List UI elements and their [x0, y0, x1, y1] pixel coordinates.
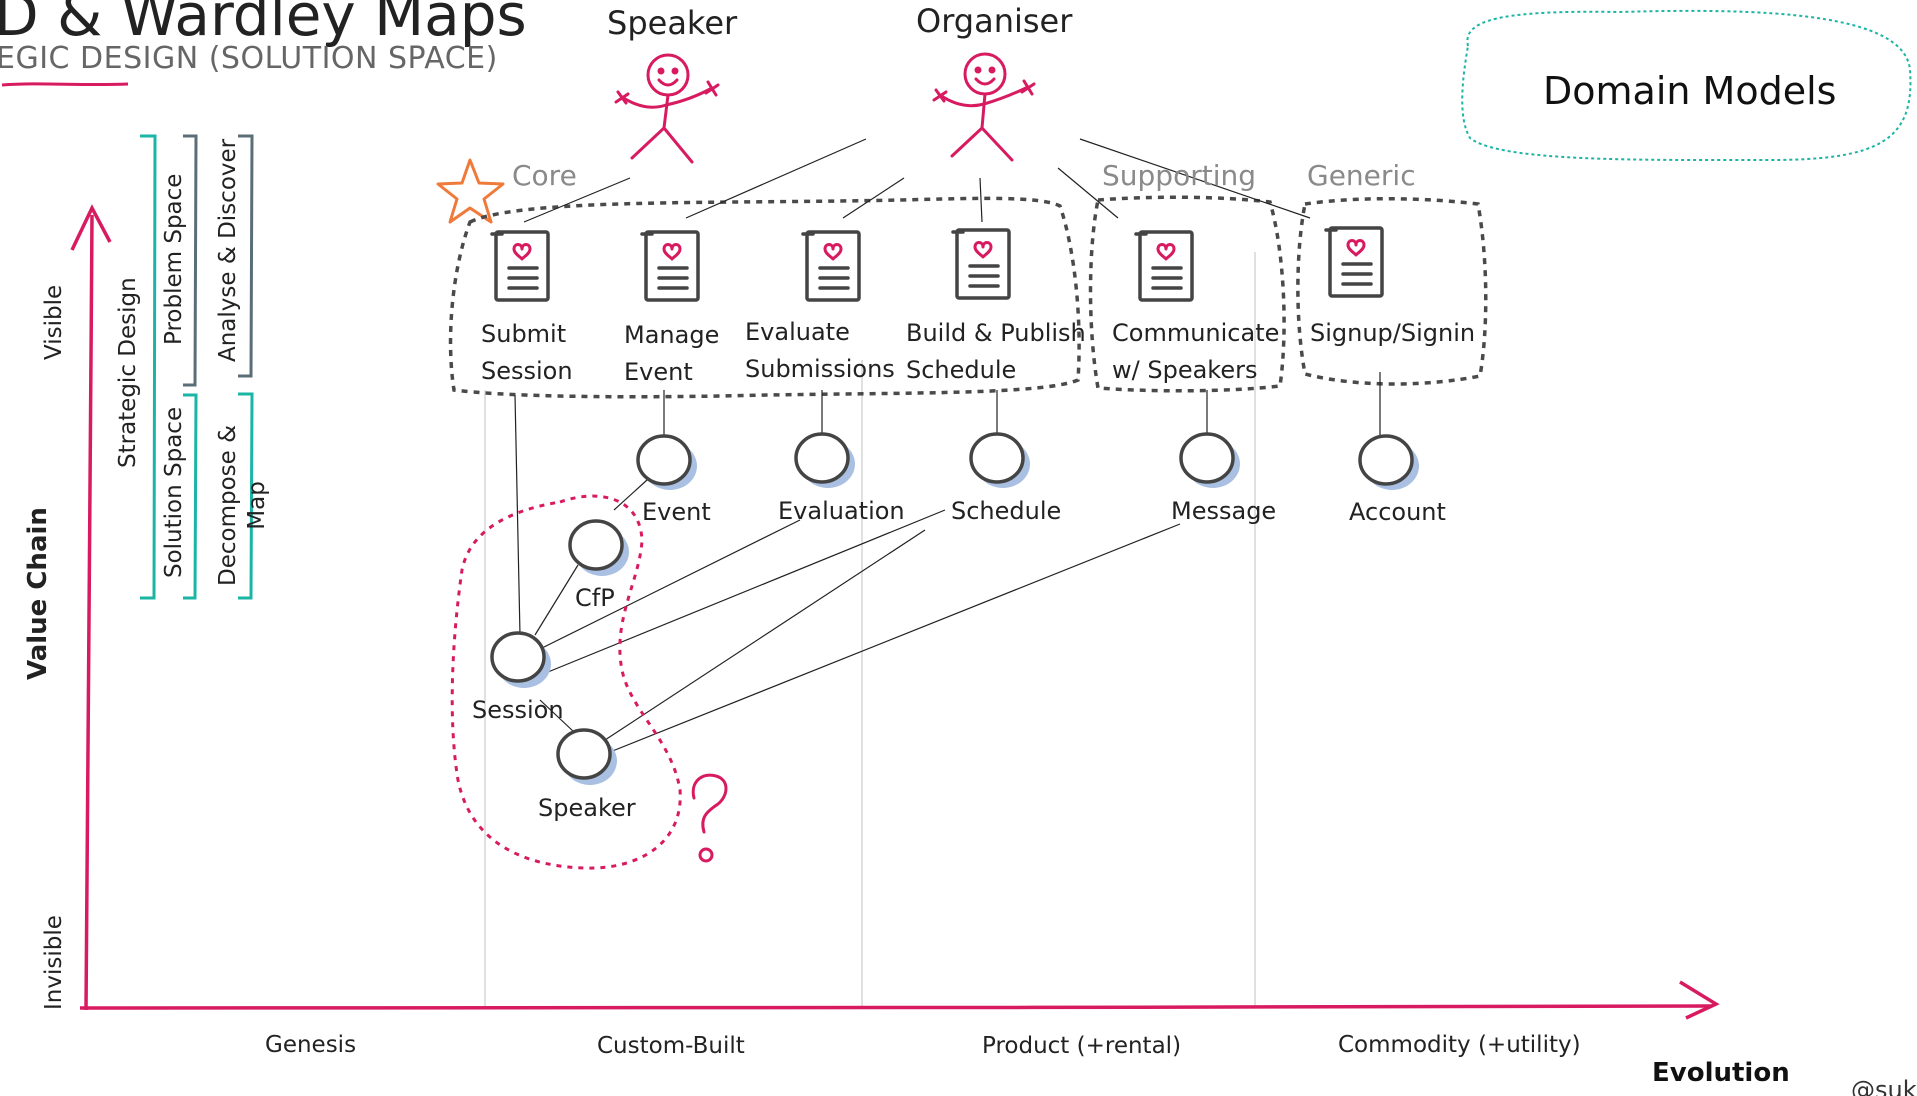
author-credit: @suk [1851, 1076, 1917, 1096]
legend-decompose-line2: Map [243, 481, 270, 530]
x-axis-label: Evolution [1652, 1058, 1790, 1088]
context-communicate-speakers: Communicate w/ Speakers [1112, 315, 1279, 389]
node-account [1358, 434, 1419, 490]
legend-solution-space: Solution Space [161, 406, 187, 578]
organiser-actor-figure [932, 52, 1036, 162]
node-evaluation [794, 432, 855, 488]
legend-decompose-line1: Decompose & [215, 424, 241, 586]
core-star-icon [436, 158, 505, 224]
domain-models-badge: Domain Models [1543, 69, 1837, 113]
y-axis-label: Value Chain [23, 507, 53, 680]
legend-decompose-map: Decompose &Map [214, 425, 272, 586]
value-chain-axis [84, 214, 94, 1011]
stage-genesis: Genesis [265, 1032, 357, 1058]
speaker-actor-figure [614, 53, 720, 164]
node-session [490, 631, 551, 688]
title-underline [1, 82, 129, 87]
context-entity-lines [514, 372, 1381, 636]
stage-product: Product (+rental) [982, 1033, 1182, 1059]
category-supporting: Supporting [1102, 159, 1256, 192]
node-cfp [568, 519, 629, 576]
entity-label-message: Message [1171, 497, 1277, 525]
evolution-axis [79, 1004, 1713, 1011]
entity-label-account: Account [1349, 498, 1446, 526]
bracket-analyse-discover [238, 134, 254, 378]
legend-strategic-design: Strategic Design [115, 277, 141, 468]
context-label-line1: Evaluate [745, 318, 850, 346]
page-title: D & Wardley Maps [0, 0, 527, 49]
evolution-arrowhead [1679, 980, 1720, 1020]
context-signup-signin: Signup/Signin [1310, 315, 1475, 352]
context-label-line1: Manage [624, 321, 720, 349]
context-label-line1: Submit [481, 320, 567, 348]
bracket-strategic-design [140, 134, 157, 600]
category-generic: Generic [1307, 159, 1416, 192]
y-axis-bottom-label: Invisible [41, 915, 67, 1010]
generic-group-boundary [1296, 197, 1488, 386]
value-chain-arrowhead [70, 204, 112, 251]
question-mark-glyph [691, 773, 728, 834]
entity-label-session: Session [472, 696, 564, 724]
entity-label-speaker: Speaker [538, 794, 636, 822]
actor-connection-lines [523, 138, 1311, 223]
context-label-line2: Schedule [906, 356, 1017, 385]
category-core: Core [512, 159, 577, 192]
context-label-line2: Submissions [745, 355, 895, 384]
supporting-group-boundary [1088, 195, 1286, 393]
context-doc-icons [490, 226, 1384, 302]
context-label-line2: Event [624, 358, 693, 387]
entity-label-event: Event [642, 498, 711, 526]
legend-problem-space: Problem Space [161, 173, 187, 345]
node-schedule [969, 432, 1030, 488]
context-label-line1: Communicate [1112, 319, 1280, 347]
entity-label-cfp: CfP [575, 584, 615, 612]
question-mark-dot [698, 847, 714, 863]
context-label-line1: Build & Publish [906, 319, 1086, 347]
stage-custom-built: Custom-Built [597, 1033, 745, 1059]
domain-models-outline [1461, 9, 1912, 162]
context-label-line1: Signup/Signin [1310, 319, 1476, 347]
bracket-solution-space [183, 393, 198, 600]
core-group-boundary [448, 196, 1081, 399]
stage-commodity: Commodity (+utility) [1338, 1032, 1581, 1058]
bracket-decompose-map [238, 392, 254, 600]
node-event [636, 434, 697, 490]
bracket-problem-space [183, 134, 198, 387]
node-speaker [556, 728, 617, 785]
page-subtitle: EGIC DESIGN (SOLUTION SPACE) [0, 41, 498, 76]
y-axis-top-label: Visible [41, 284, 67, 360]
node-message [1179, 432, 1240, 488]
entity-label-schedule: Schedule [951, 497, 1062, 525]
actor-label-speaker: Speaker [607, 4, 738, 42]
entity-label-evaluation: Evaluation [778, 497, 905, 525]
context-label-line2: Session [481, 357, 573, 386]
legend-analyse-discover: Analyse & Discover [215, 138, 241, 362]
entity-relationship-lines [534, 479, 1181, 753]
context-label-line2: w/ Speakers [1112, 356, 1258, 385]
unclear-cluster-boundary [450, 494, 682, 870]
entity-nodes [490, 432, 1419, 785]
actor-label-organiser: Organiser [916, 2, 1073, 40]
